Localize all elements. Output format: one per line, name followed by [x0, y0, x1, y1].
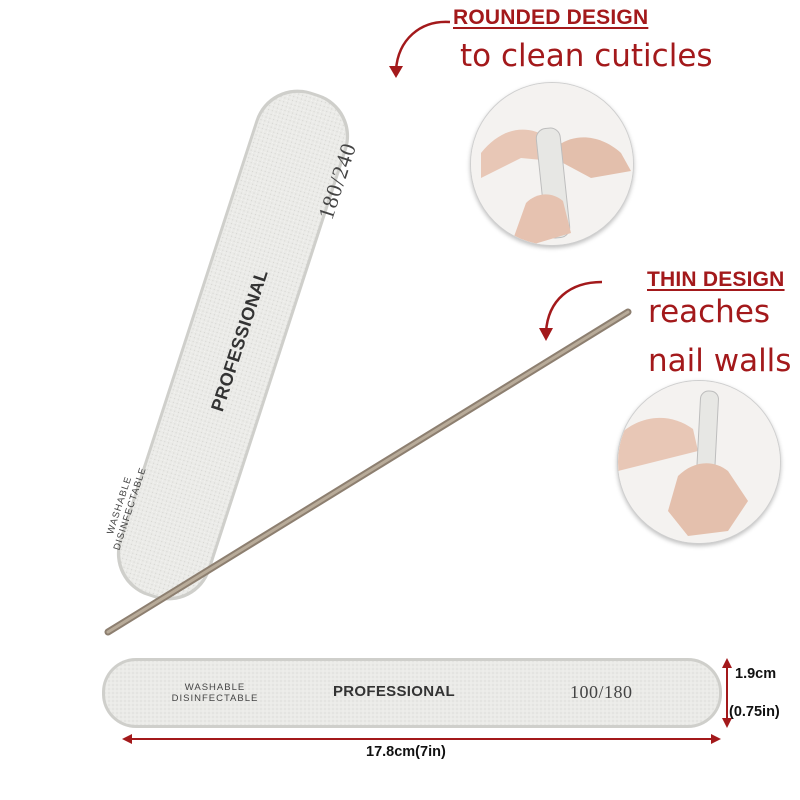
thin-design-text-line1: reaches	[648, 294, 771, 330]
thin-design-title: THIN DESIGN	[647, 268, 785, 291]
arrow-thin	[544, 280, 603, 333]
thin-stick-file	[104, 308, 632, 636]
arrow-rounded	[394, 20, 451, 71]
rounded-demo-photo	[470, 82, 634, 246]
flat-file-grit: 100/180	[570, 682, 633, 702]
flat-file-washable: WASHABLE	[184, 682, 246, 693]
rounded-design-text: to clean cuticles	[460, 38, 713, 74]
thin-design-text-line2: nail walls	[648, 343, 792, 379]
flat-file-disinfectable: DISINFECTABLE	[171, 693, 259, 704]
thin-demo-photo	[617, 380, 781, 544]
rounded-design-title: ROUNDED DESIGN	[453, 6, 649, 29]
width-cm-label: 1.9cm	[735, 666, 777, 682]
flat-file-care-label: WASHABLE DISINFECTABLE	[155, 682, 275, 704]
hand-filing-icon	[618, 381, 780, 543]
length-label: 17.8cm(7in)	[366, 744, 446, 760]
flat-file-brand: PROFESSIONAL	[333, 683, 455, 700]
hand-filing-icon	[471, 83, 633, 245]
flat-nail-file	[102, 658, 722, 728]
width-in-label: (0.75in)	[729, 704, 780, 720]
